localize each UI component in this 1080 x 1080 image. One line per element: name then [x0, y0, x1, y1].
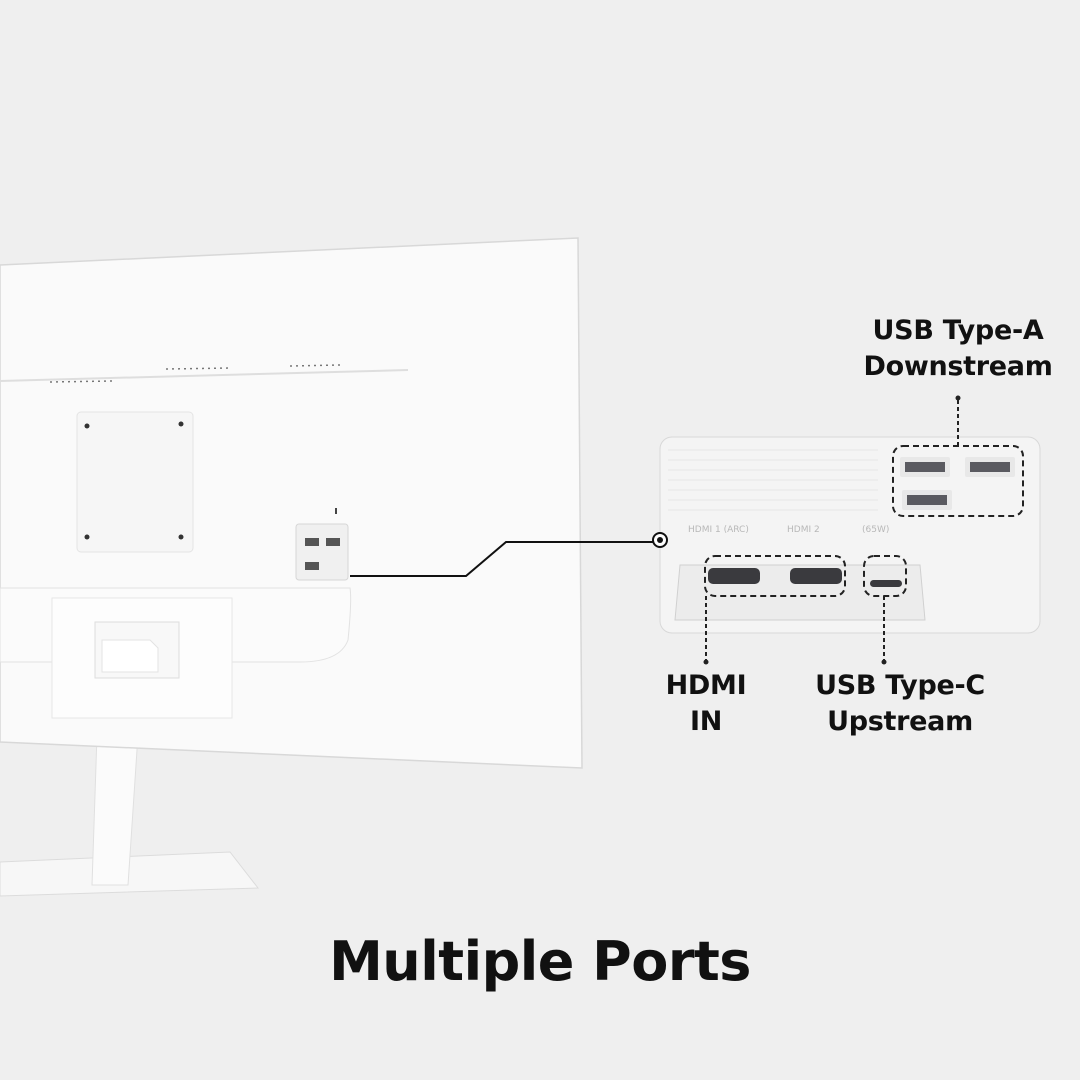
callout-usb-a-line1: USB Type-A — [872, 315, 1044, 346]
connector-line — [350, 541, 660, 577]
page-title: Multiple Ports — [329, 930, 751, 993]
callout-hdmi-line1: HDMI — [665, 670, 747, 701]
callout-usb-c-line2: Upstream — [827, 706, 973, 737]
port-label-usbc: (65W) — [862, 525, 889, 535]
callout-hdmi-line2: IN — [689, 706, 723, 737]
port-label-hdmi2: HDMI 2 — [787, 525, 820, 535]
callout-usb-a-line2: Downstream — [863, 351, 1053, 382]
monitor-stand — [0, 704, 259, 897]
vesa-mount — [76, 411, 194, 553]
callout-hdmi: HDMI IN — [646, 668, 766, 740]
leader-lines — [705, 400, 959, 660]
monitor-back — [0, 237, 583, 769]
port-closeup: HDMI 1 (ARC) HDMI 2 (65W) — [652, 436, 1041, 634]
callout-usb-c-line1: USB Type-C — [815, 670, 985, 701]
port-label-hdmi1: HDMI 1 (ARC) — [688, 525, 749, 535]
callout-usb-a: USB Type-A Downstream — [848, 313, 1068, 385]
usb-hub-ports — [295, 523, 349, 581]
callout-usb-c: USB Type-C Upstream — [790, 668, 1010, 740]
